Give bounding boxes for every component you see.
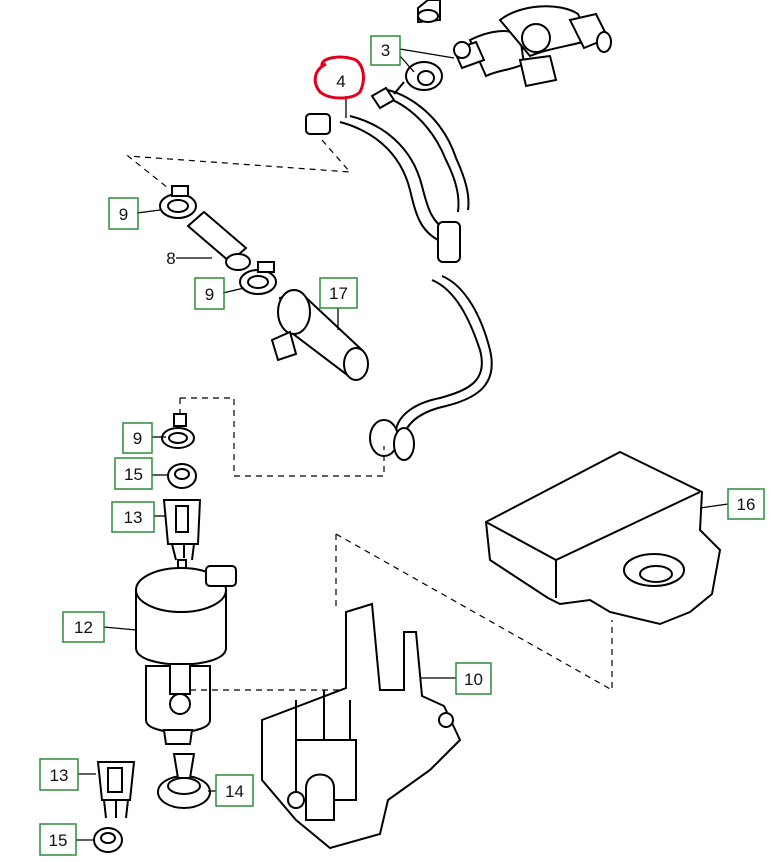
svg-text:4: 4: [336, 72, 345, 91]
svg-text:17: 17: [329, 284, 348, 303]
label-12: 12: [62, 611, 105, 643]
connector-part-17: [270, 289, 369, 381]
label-9-lower: 9: [122, 422, 153, 454]
svg-text:9: 9: [205, 285, 214, 304]
svg-text:9: 9: [133, 429, 142, 448]
grommet-part-15-upper: [167, 463, 197, 489]
hose-lower: [369, 275, 493, 461]
svg-text:3: 3: [381, 41, 390, 60]
label-10: 10: [455, 662, 492, 695]
label-3: 3: [370, 35, 401, 66]
hose-part-8: [186, 210, 251, 271]
label-4-highlighted: 4: [313, 55, 365, 100]
filter-part-12: [135, 559, 237, 745]
svg-text:8: 8: [166, 249, 175, 268]
connector-part-13-lower: [96, 761, 136, 819]
cover-part-16: [484, 450, 722, 626]
label-13-lower: 13: [39, 758, 79, 791]
leader-lines: [76, 48, 729, 841]
label-15-upper: 15: [114, 457, 153, 490]
svg-text:16: 16: [737, 495, 756, 514]
label-15-lower: 15: [39, 823, 77, 856]
clamp-part-9-middle: [239, 261, 277, 295]
svg-text:13: 13: [50, 766, 69, 785]
svg-text:13: 13: [124, 508, 143, 527]
clamp-part-9-lower: [161, 413, 195, 449]
dashed-leader-cover: [335, 533, 613, 692]
label-9-middle: 9: [194, 277, 225, 310]
valve-assembly: [417, 0, 612, 88]
grommet-part-14: [157, 753, 211, 809]
svg-text:10: 10: [464, 670, 483, 689]
connector-part-13-upper: [162, 499, 202, 561]
label-13-upper: 13: [111, 501, 155, 533]
clamp-part-9-top: [159, 185, 197, 219]
svg-text:14: 14: [225, 782, 244, 801]
svg-text:9: 9: [119, 205, 128, 224]
svg-text:15: 15: [124, 465, 143, 484]
dashed-leader-top: [126, 139, 352, 189]
label-14: 14: [215, 774, 254, 807]
label-17: 17: [319, 277, 358, 309]
hose-part-4: [305, 86, 470, 263]
dashed-leader-middle: [179, 397, 385, 477]
grommet-part-3: [393, 61, 443, 95]
bracket-part-10: [261, 602, 462, 850]
label-8: 8: [166, 249, 175, 268]
grommet-part-15-lower: [93, 827, 123, 853]
svg-text:15: 15: [49, 831, 68, 850]
label-16: 16: [727, 488, 765, 520]
label-9-top: 9: [108, 197, 139, 230]
svg-text:12: 12: [74, 618, 93, 637]
